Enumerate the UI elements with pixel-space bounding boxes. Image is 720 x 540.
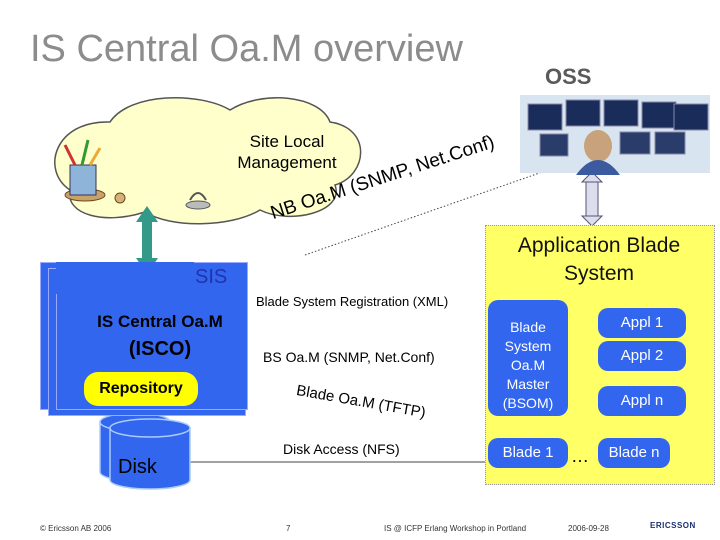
blade-1-block: Blade 1 [488,438,568,468]
isco-subtitle: (ISCO) [128,338,192,360]
bs-oam-label: BS Oa.M (SNMP, Net.Conf) [263,349,435,365]
repository-block: Repository [84,372,198,406]
footer-event: IS @ ICFP Erlang Workshop in Portland [384,524,527,533]
site-local-cloud [54,96,362,225]
site-local-management-label: Site Local Management [237,132,337,172]
disk-access-label: Disk Access (NFS) [283,441,400,457]
page-title: IS Central Oa.M overview [30,28,463,70]
oss-label: OSS [545,64,592,89]
appl-n-block: Appl n [598,386,686,416]
oss-operator-icon [520,95,710,175]
ericsson-logo: ERICSSON [650,521,696,530]
nb-oam-line [304,169,549,256]
blade-n-block: Blade n [598,438,670,468]
blade-ellipsis: … [571,446,589,466]
footer-page-number: 7 [286,524,291,533]
appl-2-block: Appl 2 [598,341,686,371]
disk-cylinders [99,412,191,490]
bsom-block: Blade System Oa.M Master (BSOM) [488,300,568,416]
application-blade-system-label: Application Blade System [517,234,681,285]
sis-header-strip [56,262,194,294]
appl-1-block: Appl 1 [598,308,686,338]
disk-label: Disk [118,456,157,478]
footer-copyright: © Ericsson AB 2006 [40,524,112,533]
desk-icon [63,139,211,210]
footer-date: 2006-09-28 [568,524,609,533]
sis-label: SIS [195,266,228,288]
isco-title: IS Central Oa.M [97,312,223,331]
oss-blade-connector [580,171,604,227]
blade-registration-label: Blade System Registration (XML) [256,294,449,309]
